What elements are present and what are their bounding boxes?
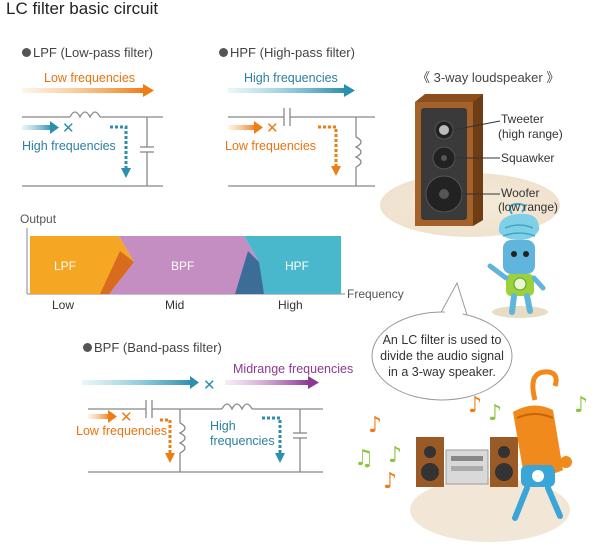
hpf-circuit: [228, 108, 375, 187]
music-note-icon: ♪: [488, 401, 502, 426]
bullet-icon: [83, 343, 92, 352]
speaker-heading: 《 3-way loudspeaker 》: [417, 70, 560, 85]
bpf-low-arrow: ✕: [88, 408, 133, 426]
music-note-icon: ♪: [388, 443, 402, 468]
orange-mascot: [512, 369, 572, 521]
chart-x-label: Frequency: [347, 287, 404, 301]
chart-y-label: Output: [20, 212, 57, 226]
bpf-high-block-label: High frequencies: [210, 419, 275, 448]
music-note-icon: ♪: [468, 393, 482, 418]
bullet-icon: [22, 48, 31, 57]
block-x-icon: ✕: [266, 119, 279, 137]
block-x-icon: ✕: [62, 119, 75, 137]
block-x-icon: ✕: [120, 408, 133, 426]
band-chart: [26, 228, 345, 295]
lpf-pass-label: Low frequencies: [44, 71, 136, 85]
bpf-low-down-arrowhead: [165, 453, 175, 463]
woofer-range-label: (low range): [498, 200, 559, 214]
tick-high: High: [278, 298, 303, 312]
hpf-diverted-arrow: [318, 125, 338, 168]
page-title: LC filter basic circuit: [6, 0, 159, 18]
bpf-band: [109, 236, 259, 294]
bpf-circuit: [88, 400, 323, 473]
bpf-low-block-label: Low frequencies: [76, 424, 168, 438]
lpf-diverted-arrow: [110, 125, 128, 170]
hpf-block-label: Low frequencies: [225, 139, 317, 153]
band-label-lpf: LPF: [54, 259, 77, 273]
lpf-circuit: [22, 111, 163, 187]
bpf-high-arrow: ✕: [82, 376, 216, 394]
bpf-high-diverted-arrow: [262, 416, 282, 455]
lpf-pass-arrow: [22, 84, 154, 97]
hpf-pass-label: High frequencies: [244, 71, 338, 85]
hpf-down-arrowhead: [331, 166, 341, 176]
bpf-pass-label: Midrange frequencies: [233, 362, 354, 376]
bpf-pass-arrow: [225, 376, 319, 389]
bpf-high-down-arrowhead: [275, 453, 285, 463]
music-note-icon: ♪: [574, 393, 588, 418]
bpf-low-diverted-arrow: [160, 418, 172, 455]
music-note-icon: ♪: [368, 413, 382, 438]
woofer-label: Woofer: [501, 186, 540, 200]
band-label-bpf: BPF: [171, 259, 195, 273]
lpf-heading: LPF (Low-pass filter): [22, 45, 153, 60]
band-label-hpf: HPF: [285, 259, 309, 273]
music-note-icon: ♫: [354, 446, 374, 471]
lpf-down-arrowhead: [121, 168, 131, 178]
tick-mid: Mid: [165, 298, 185, 312]
block-x-icon: ✕: [203, 376, 216, 394]
bubble-text: An LC filter is used to divide the audio…: [380, 333, 504, 379]
tick-low: Low: [52, 298, 75, 312]
tweeter-range-label: (high range): [498, 127, 563, 141]
tweeter-label: Tweeter: [501, 112, 544, 126]
lpf-block-label: High frequencies: [22, 139, 116, 153]
hpf-block-arrow: ✕: [228, 119, 279, 137]
music-note-icon: ♪: [383, 469, 397, 494]
stereo-illustration: [410, 437, 570, 542]
music-notes: ♪ ♫ ♪ ♪ ♪ ♪ ♪: [354, 393, 588, 494]
blue-mascot: [487, 202, 548, 318]
bpf-hpf-overlap: [235, 251, 264, 294]
bullet-icon: [219, 48, 228, 57]
bpf-heading: BPF (Band-pass filter): [83, 340, 222, 355]
hpf-heading: HPF (High-pass filter): [219, 45, 355, 60]
lpf-bpf-overlap: [100, 251, 134, 294]
lpf-block-arrow: ✕: [22, 119, 75, 137]
speech-bubble: [371, 281, 513, 401]
hpf-pass-arrow: [228, 84, 355, 97]
squawker-label: Squawker: [501, 151, 555, 165]
